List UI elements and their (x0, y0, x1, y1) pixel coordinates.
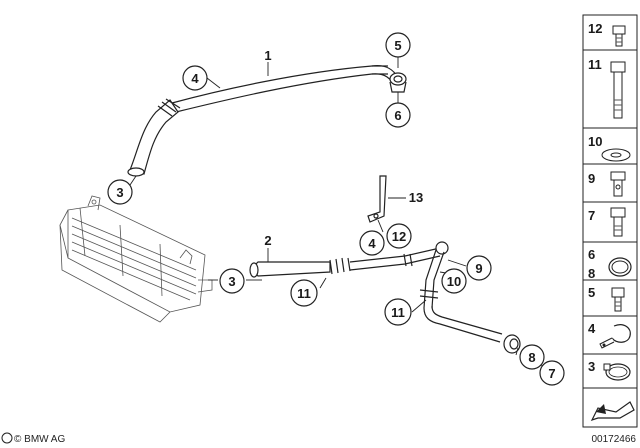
callout-11-right: 11 (384, 298, 412, 326)
svg-text:6: 6 (394, 108, 401, 123)
hollow-bolt-icon (610, 171, 626, 197)
sidebar-item-12: 12 (588, 21, 626, 47)
sidebar-item-6-8: 6 8 (588, 247, 632, 281)
long-bolt-icon (610, 61, 626, 119)
callout-9: 9 (466, 255, 492, 281)
svg-text:11: 11 (297, 286, 311, 301)
sidebar-item-5: 5 (588, 285, 625, 312)
callout-7: 7 (539, 360, 565, 386)
mounting-bracket (367, 175, 387, 223)
callout-4-lower: 4 (359, 230, 385, 256)
svg-text:10: 10 (447, 274, 461, 289)
svg-text:3: 3 (228, 274, 235, 289)
callout-6: 6 (385, 102, 411, 128)
svg-text:7: 7 (588, 208, 595, 223)
callout-4-upper: 4 (182, 65, 208, 91)
callout-1: 1 (264, 48, 271, 63)
svg-text:9: 9 (475, 261, 482, 276)
callout-3-upper: 3 (107, 179, 133, 205)
banjo-bolt-icon (610, 207, 626, 237)
svg-text:1: 1 (264, 48, 271, 63)
svg-text:9: 9 (588, 171, 595, 186)
svg-text:7: 7 (548, 366, 555, 381)
sidebar-item-4: 4 (588, 321, 631, 349)
sidebar-item-3: 3 (588, 359, 631, 381)
callout-5: 5 (385, 32, 411, 58)
svg-text:8: 8 (528, 350, 535, 365)
hose-clamp-icon (603, 363, 631, 381)
svg-text:4: 4 (191, 71, 199, 86)
svg-text:6: 6 (588, 247, 595, 262)
seal-ring-icon (608, 257, 632, 277)
callout-11-left: 11 (290, 279, 318, 307)
svg-text:11: 11 (391, 305, 405, 320)
socket-screw-icon (611, 287, 625, 312)
svg-text:12: 12 (392, 229, 406, 244)
svg-text:5: 5 (394, 38, 401, 53)
leader-lines (129, 55, 549, 371)
callout-13: 13 (409, 190, 423, 205)
oil-cooler (59, 195, 213, 323)
svg-text:12: 12 (588, 21, 602, 36)
svg-text:3: 3 (116, 185, 123, 200)
callout-8: 8 (519, 344, 545, 370)
oil-hose-upper (127, 65, 399, 177)
copyright-text: © BMW AG (14, 434, 65, 445)
svg-text:4: 4 (368, 236, 376, 251)
svg-text:4: 4 (588, 321, 596, 336)
svg-text:5: 5 (588, 285, 595, 300)
svg-text:11: 11 (588, 57, 602, 72)
pipe-clamp-icon (599, 324, 631, 349)
sidebar-item-10: 10 (588, 134, 631, 162)
callout-12: 12 (386, 223, 412, 249)
footer: © BMW AG 00172466 (1, 432, 637, 445)
sidebar-item-7: 7 (588, 207, 626, 237)
washer-icon (601, 148, 631, 162)
svg-text:3: 3 (588, 359, 595, 374)
callout-2: 2 (264, 233, 271, 248)
direction-arrow-icon (590, 401, 635, 422)
diagram-number: 00172466 (592, 434, 637, 445)
hose-fitting-upper (389, 72, 407, 93)
parts-sidebar: 12 11 10 (582, 14, 638, 428)
oil-hose-lower (249, 241, 521, 354)
callout-3-lower: 3 (219, 268, 245, 294)
svg-text:13: 13 (409, 190, 423, 205)
svg-text:2: 2 (264, 233, 271, 248)
svg-text:10: 10 (588, 134, 602, 149)
sidebar-item-11: 11 (588, 57, 626, 119)
callout-10: 10 (441, 268, 467, 294)
svg-text:8: 8 (588, 266, 595, 281)
short-bolt-icon (612, 25, 626, 47)
sidebar-item-9: 9 (588, 171, 626, 197)
